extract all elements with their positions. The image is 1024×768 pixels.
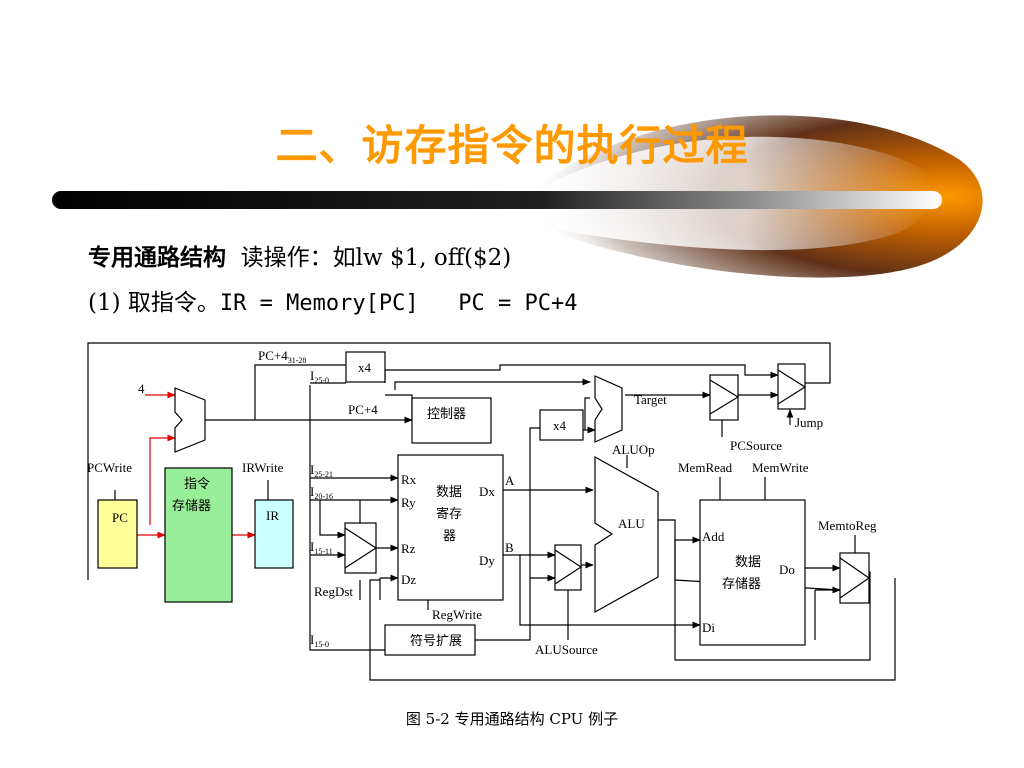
pcwrite-label: PCWrite [87,460,132,475]
rx-label: Rx [401,472,417,487]
add-label: Add [702,529,725,544]
pc-register [97,499,138,569]
dmem-label-2: 存储器 [722,577,761,592]
sign-extend-box [384,624,476,656]
alu-shape [594,455,659,614]
alusource-label: ALUSource [535,642,598,657]
dz-label: Dz [401,572,416,587]
step-code: IR = Memory[PC] PC = PC+4 [219,291,578,316]
jump-label: Jump [795,415,823,430]
memwrite-label: MemWrite [752,460,809,475]
x4-top-label: x4 [358,360,372,375]
target-adder [594,375,623,443]
a-label: A [505,473,515,488]
dmem-label-1: 数据 [735,555,761,570]
jump-mux [777,363,806,410]
irwrite-label: IRWrite [242,460,284,475]
heading-text: 专用通路结构 [88,245,226,271]
operation-line: 专用通路结构 读操作：如lw $1, off($2) [88,238,511,272]
regwrite-label: RegWrite [432,607,482,622]
slide-title: 二、访存指令的执行过程 [275,121,749,170]
x4-mid-label: x4 [553,418,567,433]
alusource-mux [554,544,582,591]
pc4-top-label: PC+431-28 [258,348,306,365]
pc-input-mux [174,387,206,453]
step-line: (1) 取指令。IR = Memory[PC] PC = PC+4 [88,283,578,317]
operation-text: 读操作：如lw $1, off($2) [240,245,512,271]
signext-label: 符号扩展 [410,633,462,649]
target-label: Target [634,392,667,407]
imem-label-2: 存储器 [172,499,211,514]
const4-label: 4 [138,381,145,396]
diagram-labels: PC PCWrite 4 指令 存储器 IRWrite IR PC+431-28… [87,348,877,657]
i-15-0-label: I15-0 [310,632,329,649]
do-label: Do [779,562,795,577]
regfile-label-3: 器 [443,529,456,544]
register-file [397,454,504,601]
figure-caption: 图 5-2 专用通路结构 CPU 例子 [405,710,619,728]
pc4-label: PC+4 [348,402,378,417]
datapath-diagram [87,342,896,681]
instruction-memory [164,467,233,603]
b-label: B [505,540,514,555]
imem-label-1: 指令 [184,477,210,492]
data-memory [699,499,806,646]
i-25-0-label: I25-0 [310,368,329,385]
regfile-label-2: 寄存 [436,506,462,522]
i-20-16-label: I20-16 [310,484,333,501]
regfile-label-1: 数据 [436,485,462,500]
decorative-swoosh [52,115,983,278]
controller-box [411,397,492,444]
controller-label: 控制器 [427,407,466,422]
memread-label: MemRead [678,460,733,475]
alu-label: ALU [618,516,645,531]
dy-label: Dy [479,553,495,568]
i-15-11-label: I15-11 [310,539,333,556]
dx-label: Dx [479,484,495,499]
pc-label: PC [112,510,128,525]
ry-label: Ry [401,495,416,510]
ir-label: IR [266,508,279,523]
pcsource-mux [709,374,739,421]
i-25-21-label: I25-21 [310,462,333,479]
rz-label: Rz [401,541,416,556]
aluop-label: ALUOp [612,442,655,457]
memtoreg-label: MemtoReg [818,518,877,533]
step-prefix: (1) 取指令。 [88,290,220,316]
x4-mid-box [539,409,584,441]
divider-bar [52,191,942,209]
x4-top-box [345,351,386,383]
instruction-register [254,499,294,569]
pcsource-label: PCSource [730,438,782,453]
regdst-label: RegDst [314,584,353,599]
di-label: Di [702,620,715,635]
